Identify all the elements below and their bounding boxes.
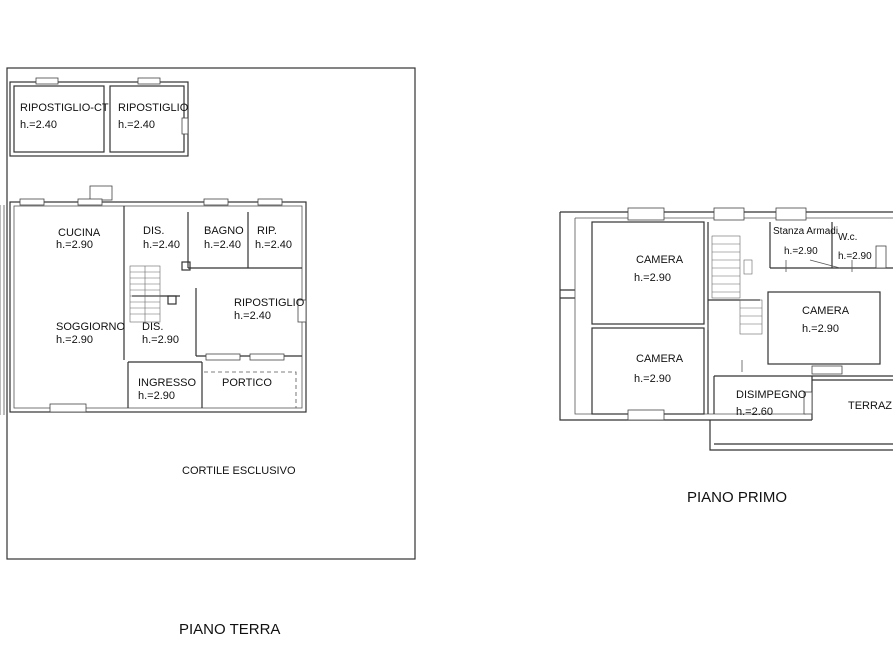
window <box>875 245 887 269</box>
window <box>257 198 283 206</box>
room-height: h.=2.40 <box>204 239 241 251</box>
room-height: h.=2.90 <box>784 246 818 257</box>
room-label: CAMERA <box>636 353 684 365</box>
staircase <box>129 265 161 323</box>
room-label: DIS. <box>143 225 164 237</box>
room-height: h.=2.40 <box>143 239 180 251</box>
window <box>713 207 745 221</box>
room-height: h.=2.90 <box>142 334 179 346</box>
window <box>811 365 843 375</box>
window <box>77 198 103 206</box>
room-label: DIS. <box>142 321 163 333</box>
window <box>19 198 45 206</box>
window <box>775 207 807 221</box>
terrace-outline <box>709 375 893 451</box>
room-label: CUCINA <box>58 227 101 239</box>
annex-window <box>181 117 189 135</box>
window <box>803 391 813 415</box>
room-label: W.c. <box>838 232 857 243</box>
room-height: h.=2.90 <box>56 239 93 251</box>
room-label: BAGNO <box>204 225 244 237</box>
room-label: CAMERA <box>636 254 684 266</box>
room-label: INGRESSO <box>138 377 197 389</box>
room-label: RIPOSTIGLIO <box>234 297 305 309</box>
room-height: h.=2.40 <box>255 239 292 251</box>
room-label: PORTICO <box>222 377 272 389</box>
room-height: h.=2.90 <box>634 373 671 385</box>
annex-window <box>35 77 59 85</box>
column <box>167 295 177 305</box>
ground-floor-plan: RIPOSTIGLIO-CT h.=2.40 RIPOSTIGLIO h.=2.… <box>0 67 416 638</box>
staircase <box>711 235 763 335</box>
room-label: DISIMPEGNO <box>736 389 807 401</box>
camera-room-bottom <box>591 327 705 415</box>
room-height: h.=2.90 <box>56 334 93 346</box>
room-height: h.=2.60 <box>736 406 773 418</box>
room-height: h.=2.90 <box>838 251 872 262</box>
column <box>181 261 191 271</box>
room-label: CAMERA <box>802 305 850 317</box>
terrace-label: TERRAZ <box>848 400 892 412</box>
storage-ct-room <box>13 85 105 153</box>
floor-title: PIANO PRIMO <box>687 489 787 506</box>
room-height: h.=2.40 <box>118 119 155 131</box>
camera-room-top <box>591 221 705 325</box>
courtyard-label: CORTILE ESCLUSIVO <box>182 465 296 477</box>
window <box>249 353 285 361</box>
room-label: Stanza Armadi <box>773 226 838 237</box>
camera-room-right <box>767 291 881 365</box>
room-height: h.=2.90 <box>634 272 671 284</box>
window <box>627 207 665 221</box>
room-label: RIP. <box>257 225 277 237</box>
window <box>627 409 665 421</box>
room-label: RIPOSTIGLIO-CT <box>20 102 109 114</box>
room-height: h.=2.40 <box>234 310 271 322</box>
window <box>89 185 113 201</box>
floor-title: PIANO TERRA <box>179 621 280 638</box>
door-mark <box>809 259 841 269</box>
window <box>297 299 307 323</box>
room-height: h.=2.90 <box>138 390 175 402</box>
room-height: h.=2.90 <box>802 323 839 335</box>
portico-outline <box>204 371 297 408</box>
window <box>49 403 87 413</box>
window <box>205 353 241 361</box>
room-label: SOGGIORNO <box>56 321 126 333</box>
annex-window <box>137 77 161 85</box>
window <box>203 198 229 206</box>
lot-boundary <box>6 67 416 560</box>
first-floor-plan: CAMERA h.=2.90 CAMERA h.=2.90 Stanza Arm… <box>559 207 893 506</box>
room-label: RIPOSTIGLIO <box>118 102 189 114</box>
room-height: h.=2.40 <box>20 119 57 131</box>
